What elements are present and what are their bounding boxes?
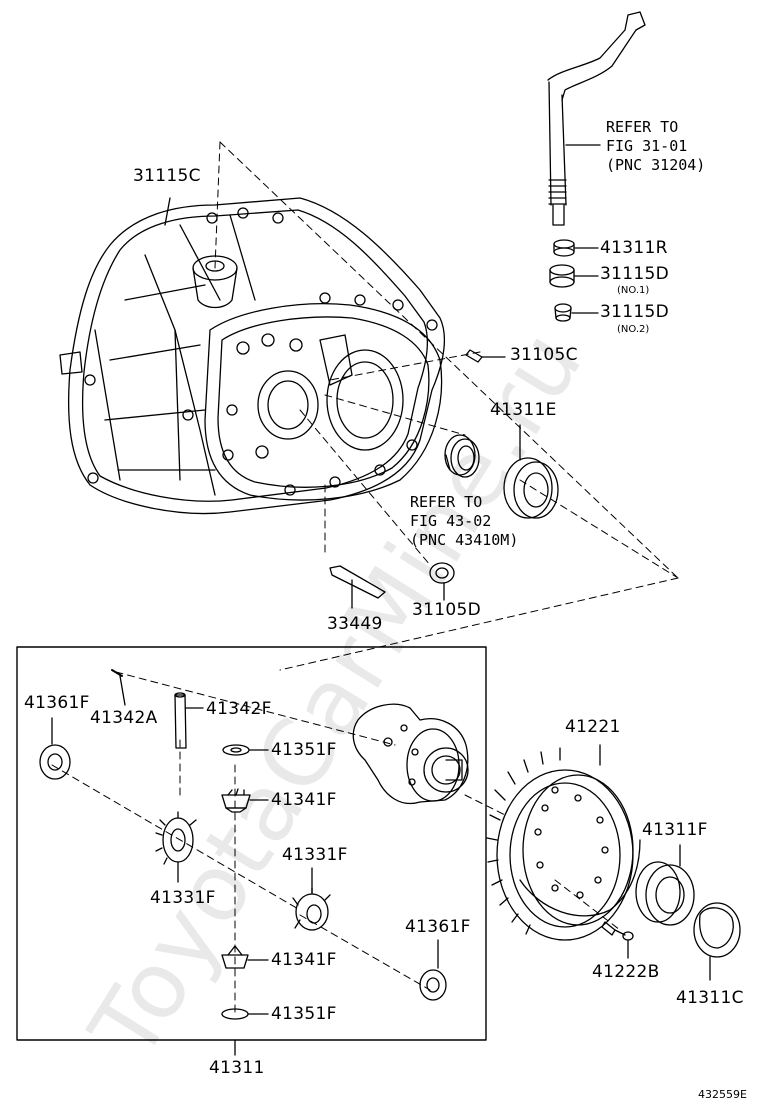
bearing-41311E-drawing [503,424,559,519]
label-31115D-no2[interactable]: 31115D [600,302,669,322]
reference-line: FIG 43-02 [410,512,492,530]
reference-line: (PNC 31204) [606,156,706,174]
label-31105D[interactable]: 31105D [412,600,481,620]
washer-41361F-bottom [419,939,447,1001]
reference-line: FIG 31-01 [606,137,688,155]
reference-line: REFER TO [606,118,679,136]
diagram-code: 432559E [698,1088,747,1101]
label-41222B[interactable]: 41222B [592,962,660,982]
label-41342F[interactable]: 41342F [206,699,272,719]
label-41311E[interactable]: 41311E [490,400,557,420]
note-no1: (NO.1) [617,285,650,296]
washer-41351F-top [222,744,269,756]
shim-41311C-drawing [693,902,741,981]
bearing-41311F-drawing [635,844,695,926]
shift-lever-drawing [547,11,646,226]
label-41311[interactable]: 41311 [209,1058,265,1078]
label-41351F-top[interactable]: 41351F [271,740,337,760]
label-33449[interactable]: 33449 [327,614,383,634]
gear-41341F-bottom [221,945,269,969]
pinion-shaft-drawing [174,692,204,749]
note-no2: (NO.2) [617,324,650,335]
label-41221[interactable]: 41221 [565,717,621,737]
shaft-rings [549,239,599,322]
side-gear-41331F-left [155,811,197,883]
label-41331F-right[interactable]: 41331F [282,845,348,865]
washer-41351F-bottom [221,1008,269,1020]
ring-gear-drawing [486,744,641,941]
label-41361F-bottom[interactable]: 41361F [405,917,471,937]
label-31105C[interactable]: 31105C [510,345,578,365]
side-gear-41331F-right [292,867,331,931]
label-41311F[interactable]: 41311F [642,820,708,840]
label-41331F-left[interactable]: 41331F [150,888,216,908]
pin-41342A [111,669,123,677]
label-31115D-no1[interactable]: 31115D [600,264,669,284]
label-41342A[interactable]: 41342A [90,708,158,728]
label-31115C[interactable]: 31115C [133,166,201,186]
bolt-41222B-drawing [601,921,634,959]
leader-31115C [164,197,171,226]
reference-line: (PNC 43410M) [410,531,519,549]
washer-41361F-top [39,717,71,780]
label-41341F-top[interactable]: 41341F [271,790,337,810]
label-41361F-top[interactable]: 41361F [24,693,90,713]
label-41341F-bottom[interactable]: 41341F [271,950,337,970]
guide-lines [51,141,679,1016]
seal-31105D-drawing [429,562,455,601]
label-41311R[interactable]: 41311R [600,238,668,258]
differential-case-drawing [352,703,469,805]
transaxle-case-drawing [59,197,446,515]
gear-41341F-top [221,788,269,813]
bracket-33449-drawing [329,565,386,609]
oil-seal-drawing [444,434,480,478]
reference-line: REFER TO [410,493,483,511]
label-41351F-bottom[interactable]: 41351F [271,1004,337,1024]
label-41311C[interactable]: 41311C [676,988,744,1008]
differential-assembly-box [16,646,487,1041]
pin-31105C [465,349,483,363]
